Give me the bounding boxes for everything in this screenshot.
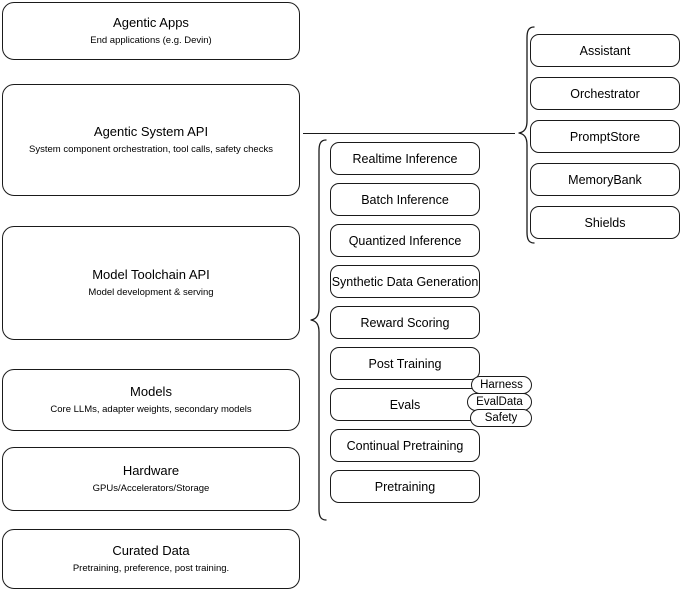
- capability-box-post-training[interactable]: Post Training: [330, 347, 480, 380]
- capability-box-synthetic-data-generation[interactable]: Synthetic Data Generation: [330, 265, 480, 298]
- capability-label: Quantized Inference: [348, 233, 462, 248]
- system-component-label: PromptStore: [569, 129, 641, 144]
- system-component-box-shields[interactable]: Shields: [530, 206, 680, 239]
- layer-title: Model Toolchain API: [92, 267, 210, 282]
- layer-subtitle: GPUs/Accelerators/Storage: [92, 483, 210, 494]
- pill-label: Harness: [480, 379, 523, 391]
- capability-box-continual-pretraining[interactable]: Continual Pretraining: [330, 429, 480, 462]
- layer-title: Agentic System API: [93, 124, 209, 139]
- capability-label: Batch Inference: [361, 192, 449, 207]
- system-component-label: Orchestrator: [570, 86, 640, 101]
- capability-box-batch-inference[interactable]: Batch Inference: [330, 183, 480, 216]
- capability-box-evals[interactable]: Evals: [330, 388, 480, 421]
- capability-label: Synthetic Data Generation: [331, 274, 479, 289]
- capability-label: Realtime Inference: [352, 151, 458, 166]
- pill-label: Safety: [484, 412, 518, 424]
- layer-title: Hardware: [122, 463, 180, 478]
- layer-box-model-toolchain-api[interactable]: Model Toolchain API Model development & …: [2, 226, 300, 340]
- system-component-box-memorybank[interactable]: MemoryBank: [530, 163, 680, 196]
- layer-subtitle: Pretraining, preference, post training.: [72, 563, 230, 574]
- brace-toolchain: [310, 139, 327, 521]
- evals-pill-harness[interactable]: Harness: [471, 376, 532, 394]
- system-component-label: Shields: [584, 215, 626, 230]
- capability-label: Reward Scoring: [360, 315, 450, 330]
- capability-box-pretraining[interactable]: Pretraining: [330, 470, 480, 503]
- layer-subtitle: System component orchestration, tool cal…: [29, 144, 273, 155]
- layer-box-curated-data[interactable]: Curated Data Pretraining, preference, po…: [2, 529, 300, 589]
- brace-system-components: [518, 26, 535, 244]
- connector-line-system-api: [303, 133, 515, 135]
- layer-box-hardware[interactable]: Hardware GPUs/Accelerators/Storage: [2, 447, 300, 511]
- system-component-box-orchestrator[interactable]: Orchestrator: [530, 77, 680, 110]
- capability-label: Post Training: [368, 356, 442, 371]
- capability-label: Continual Pretraining: [346, 438, 464, 453]
- layer-box-models[interactable]: Models Core LLMs, adapter weights, secon…: [2, 369, 300, 431]
- system-component-label: MemoryBank: [568, 172, 642, 187]
- evals-pill-safety[interactable]: Safety: [470, 409, 532, 427]
- pill-label: EvalData: [476, 396, 523, 408]
- capability-label: Pretraining: [374, 479, 436, 494]
- capability-box-realtime-inference[interactable]: Realtime Inference: [330, 142, 480, 175]
- system-component-box-promptstore[interactable]: PromptStore: [530, 120, 680, 153]
- layer-title: Models: [130, 384, 172, 399]
- capability-box-reward-scoring[interactable]: Reward Scoring: [330, 306, 480, 339]
- system-component-box-assistant[interactable]: Assistant: [530, 34, 680, 67]
- layer-box-agentic-system-api[interactable]: Agentic System API System component orch…: [2, 84, 300, 196]
- system-component-label: Assistant: [579, 43, 631, 58]
- capability-box-quantized-inference[interactable]: Quantized Inference: [330, 224, 480, 257]
- layer-box-agentic-apps[interactable]: Agentic Apps End applications (e.g. Devi…: [2, 2, 300, 60]
- layer-subtitle: Core LLMs, adapter weights, secondary mo…: [50, 404, 252, 415]
- layer-subtitle: End applications (e.g. Devin): [90, 35, 212, 46]
- layer-title: Curated Data: [112, 543, 190, 558]
- layer-subtitle: Model development & serving: [88, 287, 214, 298]
- layer-title: Agentic Apps: [113, 15, 189, 30]
- capability-label: Evals: [389, 397, 421, 412]
